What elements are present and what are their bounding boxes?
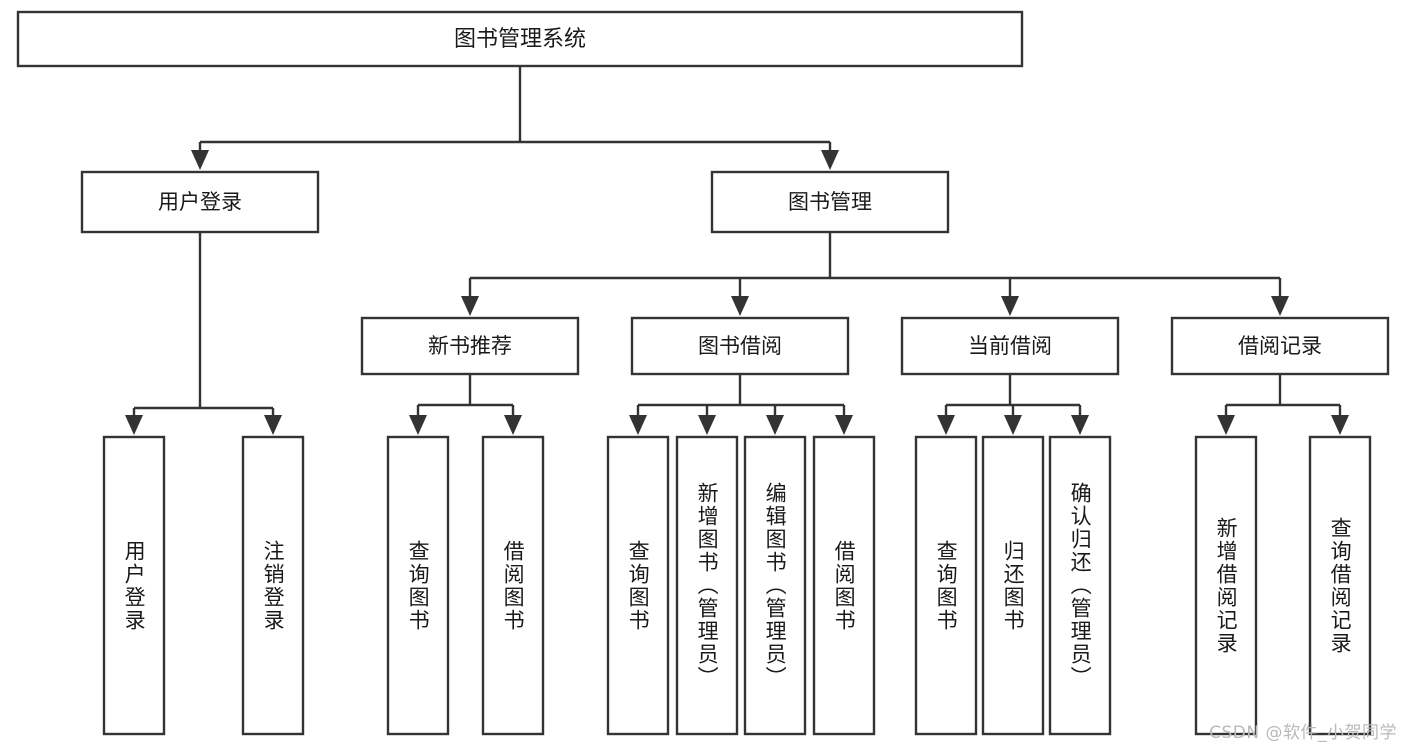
arrow-head-icon — [698, 415, 716, 435]
arrow-head-icon — [1004, 415, 1022, 435]
arrow-head-icon — [766, 415, 784, 435]
arrow-head-icon — [821, 150, 839, 170]
node-current-borrow-label: 当前借阅 — [968, 334, 1052, 358]
arrow-head-icon — [731, 296, 749, 316]
node-leaf-borrow-book-2[interactable] — [812, 435, 876, 736]
node-leaf-query-book-3[interactable] — [914, 435, 978, 736]
arrow-head-icon — [629, 415, 647, 435]
arrow-head-icon — [1071, 415, 1089, 435]
arrow-head-icon — [461, 296, 479, 316]
node-leaf-user-login[interactable] — [102, 435, 166, 736]
node-new-book-rec[interactable] — [360, 316, 580, 376]
arrow-head-icon — [504, 415, 522, 435]
node-borrow-record[interactable] — [1170, 316, 1390, 376]
node-leaf-query-book-1[interactable] — [386, 435, 450, 736]
boxes-layer — [16, 10, 1390, 736]
arrow-head-icon — [1217, 415, 1235, 435]
node-leaf-edit-book[interactable] — [743, 435, 807, 736]
node-root[interactable] — [16, 10, 1024, 68]
arrow-head-icon — [1001, 296, 1019, 316]
arrow-head-icon — [937, 415, 955, 435]
node-leaf-return-book[interactable] — [981, 435, 1045, 736]
node-book-borrow-label: 图书借阅 — [698, 334, 782, 358]
node-user-login-label: 用户登录 — [158, 190, 242, 214]
arrow-head-icon — [1331, 415, 1349, 435]
node-leaf-query-book-2[interactable] — [606, 435, 670, 736]
arrow-head-icon — [1271, 296, 1289, 316]
node-current-borrow[interactable] — [900, 316, 1120, 376]
node-root-label: 图书管理系统 — [454, 27, 586, 52]
edges-layer — [125, 66, 1349, 435]
node-user-login[interactable] — [80, 170, 320, 234]
arrow-head-icon — [191, 150, 209, 170]
arrow-head-icon — [409, 415, 427, 435]
node-new-book-rec-label: 新书推荐 — [428, 334, 512, 358]
arrow-head-icon — [125, 415, 143, 435]
node-leaf-borrow-book-1[interactable] — [481, 435, 545, 736]
node-leaf-add-record[interactable] — [1194, 435, 1258, 736]
arrow-head-icon — [264, 415, 282, 435]
node-book-manage[interactable] — [710, 170, 950, 234]
csdn-watermark: CSDN @软件_小贺同学 — [1209, 723, 1397, 743]
node-book-manage-label: 图书管理 — [788, 190, 872, 214]
node-leaf-logout[interactable] — [241, 435, 305, 736]
node-leaf-add-book[interactable] — [675, 435, 739, 736]
node-leaf-query-record[interactable] — [1308, 435, 1372, 736]
node-borrow-record-label: 借阅记录 — [1238, 334, 1322, 358]
node-leaf-confirm-return[interactable] — [1048, 435, 1112, 736]
node-book-borrow[interactable] — [630, 316, 850, 376]
arrow-head-icon — [835, 415, 853, 435]
